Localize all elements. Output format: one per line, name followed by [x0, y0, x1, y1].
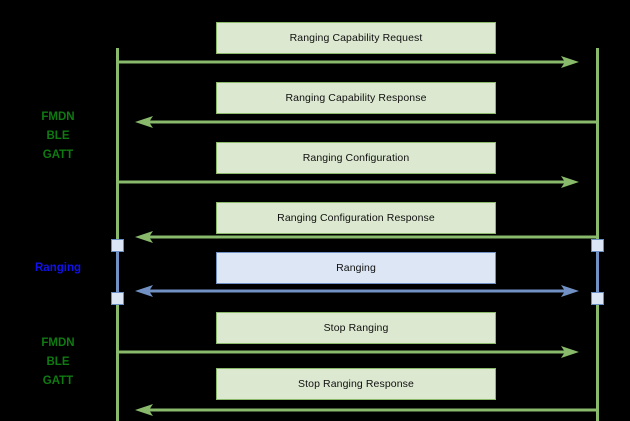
activation-square-left-top — [111, 239, 124, 252]
message-box-ranging-capability-response[interactable]: Ranging Capability Response — [216, 82, 496, 114]
arrow-right-ranging-capability-request — [117, 55, 579, 69]
arrow-left-stop-ranging-response — [135, 403, 597, 417]
lifeline-left-blue-activation — [116, 245, 119, 305]
label-fmdn-ble-gatt-top: FMDN BLE GATT — [41, 111, 75, 161]
activation-square-right-bottom — [591, 292, 604, 305]
arrow-bidirectional-ranging — [135, 284, 579, 298]
activation-square-left-bottom — [111, 292, 124, 305]
lifeline-right-green-upper — [596, 48, 599, 245]
message-box-ranging-configuration-response[interactable]: Ranging Configuration Response — [216, 202, 496, 234]
arrow-left-ranging-configuration-response — [135, 230, 597, 244]
message-box-ranging-capability-request[interactable]: Ranging Capability Request — [216, 22, 496, 54]
message-box-ranging-configuration[interactable]: Ranging Configuration — [216, 142, 496, 174]
message-box-ranging[interactable]: Ranging — [216, 252, 496, 284]
lifeline-right-green-lower — [596, 300, 599, 421]
message-box-stop-ranging[interactable]: Stop Ranging — [216, 312, 496, 344]
arrow-right-ranging-configuration — [117, 175, 579, 189]
message-box-stop-ranging-response[interactable]: Stop Ranging Response — [216, 368, 496, 400]
lifeline-left-green-lower — [116, 300, 119, 421]
arrow-right-stop-ranging — [117, 345, 579, 359]
lifeline-right-blue-activation — [596, 245, 599, 305]
activation-square-right-top — [591, 239, 604, 252]
label-ranging: Ranging — [35, 262, 81, 274]
lifeline-left-green-upper — [116, 48, 119, 245]
label-fmdn-ble-gatt-bottom: FMDN BLE GATT — [41, 337, 75, 387]
arrow-left-ranging-capability-response — [135, 115, 597, 129]
